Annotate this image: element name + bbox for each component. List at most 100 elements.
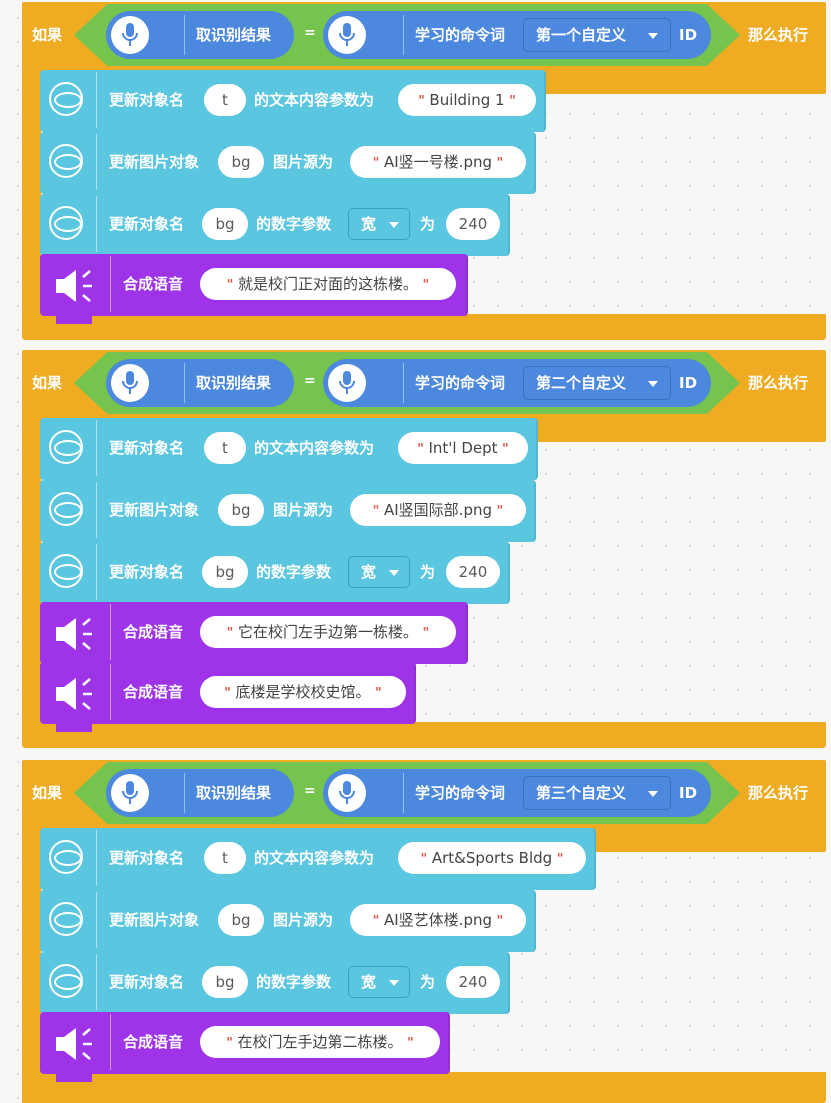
block-divider	[96, 72, 97, 128]
speech-text-input[interactable]: " 在校门左手边第二栋楼。 "	[200, 1026, 440, 1058]
learned-command-reporter[interactable]: 学习的命令词 第二个自定义 ID	[323, 359, 711, 407]
numeric-param-label: 的数字参数	[256, 973, 332, 991]
command-dropdown[interactable]: 第二个自定义	[523, 366, 671, 400]
numeric-value-input[interactable]: 240	[446, 208, 500, 240]
image-src-label: 图片源为	[273, 153, 334, 171]
update-image-block[interactable]: 更新图片对象 bg 图片源为 " AI竖国际部.png "	[40, 480, 536, 550]
block-notch	[56, 316, 92, 324]
chevron-down-icon	[389, 980, 399, 986]
command-dropdown[interactable]: 第一个自定义	[523, 18, 671, 52]
chevron-down-icon	[648, 33, 658, 39]
tts-block[interactable]: 合成语音 " 在校门左手边第二栋楼。 "	[40, 1012, 450, 1082]
numeric-value-input[interactable]: 240	[446, 966, 500, 998]
tts-block[interactable]: 合成语音 " 它在校门左手边第一栋楼。 "	[40, 602, 468, 672]
reporter-divider	[184, 773, 185, 813]
command-dropdown[interactable]: 第三个自定义	[523, 776, 671, 810]
update-numeric-block[interactable]: 更新对象名 bg 的数字参数 宽 为 240	[40, 542, 510, 612]
if-block-footer[interactable]	[22, 314, 826, 340]
tts-label: 合成语音	[123, 683, 184, 701]
update-image-block[interactable]: 更新图片对象 bg 图片源为 " AI竖一号楼.png "	[40, 132, 536, 202]
speech-text-value: 在校门左手边第二栋楼。	[237, 1033, 403, 1051]
param-dropdown[interactable]: 宽	[348, 208, 410, 240]
numeric-value-input[interactable]: 240	[446, 556, 500, 588]
equals-sign: =	[304, 373, 316, 389]
object-name-value: t	[222, 849, 228, 867]
numeric-value: 240	[458, 215, 488, 233]
learned-command-label: 学习的命令词	[415, 374, 506, 392]
image-object-input[interactable]: bg	[218, 494, 264, 526]
object-icon	[49, 206, 83, 240]
numeric-object-input[interactable]: bg	[202, 556, 248, 588]
microphone-icon	[111, 364, 149, 402]
id-label: ID	[679, 784, 698, 802]
microphone-icon	[111, 16, 149, 54]
tts-block[interactable]: 合成语音 " 底楼是学校校史馆。 "	[40, 662, 416, 732]
recognition-result-reporter[interactable]: 取识别结果	[106, 359, 294, 407]
recognition-result-reporter[interactable]: 取识别结果	[106, 11, 294, 59]
reporter-divider	[184, 15, 185, 55]
param-dropdown[interactable]: 宽	[348, 966, 410, 998]
speech-text-input[interactable]: " 就是校门正对面的这栋楼。 "	[200, 268, 456, 300]
if-block-spine	[22, 820, 41, 1103]
tts-block[interactable]: 合成语音 " 就是校门正对面的这栋楼。 "	[40, 254, 468, 324]
recognition-result-label: 取识别结果	[196, 26, 272, 44]
numeric-object-input[interactable]: bg	[202, 208, 248, 240]
if-block-footer[interactable]	[22, 1072, 826, 1103]
block-divider	[96, 196, 97, 252]
speech-text-value: 就是校门正对面的这栋楼。	[237, 275, 418, 293]
param-dropdown[interactable]: 宽	[348, 556, 410, 588]
speech-text-input[interactable]: " 底楼是学校校史馆。 "	[200, 676, 406, 708]
update-text-block[interactable]: 更新对象名 t 的文本内容参数为 " Building 1 "	[40, 70, 546, 140]
id-label: ID	[679, 26, 698, 44]
image-object-value: bg	[231, 911, 251, 929]
numeric-param-label: 的数字参数	[256, 215, 332, 233]
image-src-label: 图片源为	[273, 501, 334, 519]
as-label: 为	[420, 563, 436, 581]
recognition-result-reporter[interactable]: 取识别结果	[106, 769, 294, 817]
speaker-icon	[56, 678, 92, 710]
text-value-input[interactable]: " Art&Sports Bldg "	[398, 842, 586, 874]
if-block-footer[interactable]	[22, 722, 826, 748]
if-keyword: 如果	[32, 374, 63, 392]
param-dropdown-value: 宽	[361, 215, 377, 233]
numeric-object-value: bg	[215, 563, 235, 581]
block-divider	[96, 830, 97, 886]
object-name-input[interactable]: t	[204, 432, 246, 464]
object-icon	[49, 82, 83, 116]
microphone-icon	[328, 16, 366, 54]
if-block-spine	[22, 410, 41, 730]
update-object-name-label: 更新对象名	[109, 91, 185, 109]
text-param-label: 的文本内容参数为	[254, 439, 375, 457]
image-object-input[interactable]: bg	[218, 904, 264, 936]
if-keyword: 如果	[32, 784, 63, 802]
image-object-input[interactable]: bg	[218, 146, 264, 178]
image-src-input[interactable]: " AI竖一号楼.png "	[350, 146, 526, 178]
numeric-object-input[interactable]: bg	[202, 966, 248, 998]
tts-label: 合成语音	[123, 275, 184, 293]
chevron-down-icon	[389, 222, 399, 228]
object-name-input[interactable]: t	[204, 84, 246, 116]
block-divider	[110, 664, 111, 720]
text-param-label: 的文本内容参数为	[254, 849, 375, 867]
image-src-input[interactable]: " AI竖国际部.png "	[350, 494, 526, 526]
speaker-icon	[56, 1028, 92, 1060]
update-text-block[interactable]: 更新对象名 t 的文本内容参数为 " Art&Sports Bldg "	[40, 828, 596, 898]
update-numeric-block[interactable]: 更新对象名 bg 的数字参数 宽 为 240	[40, 952, 510, 1022]
speech-text-input[interactable]: " 它在校门左手边第一栋楼。 "	[200, 616, 456, 648]
command-dropdown-value: 第二个自定义	[536, 374, 627, 392]
object-name-input[interactable]: t	[204, 842, 246, 874]
text-value-input[interactable]: " Building 1 "	[398, 84, 536, 116]
object-icon	[49, 430, 83, 464]
update-numeric-block[interactable]: 更新对象名 bg 的数字参数 宽 为 240	[40, 194, 510, 264]
learned-command-reporter[interactable]: 学习的命令词 第一个自定义 ID	[323, 11, 711, 59]
learned-command-label: 学习的命令词	[415, 26, 506, 44]
image-src-input[interactable]: " AI竖艺体楼.png "	[350, 904, 526, 936]
update-image-block[interactable]: 更新图片对象 bg 图片源为 " AI竖艺体楼.png "	[40, 890, 536, 960]
learned-command-reporter[interactable]: 学习的命令词 第三个自定义 ID	[323, 769, 711, 817]
update-object-name-label: 更新对象名	[109, 439, 185, 457]
update-text-block[interactable]: 更新对象名 t 的文本内容参数为 " Int'l Dept "	[40, 418, 538, 488]
object-icon	[49, 554, 83, 588]
microphone-icon	[328, 774, 366, 812]
text-value-input[interactable]: " Int'l Dept "	[398, 432, 528, 464]
speech-text-value: 底楼是学校校史馆。	[235, 683, 371, 701]
